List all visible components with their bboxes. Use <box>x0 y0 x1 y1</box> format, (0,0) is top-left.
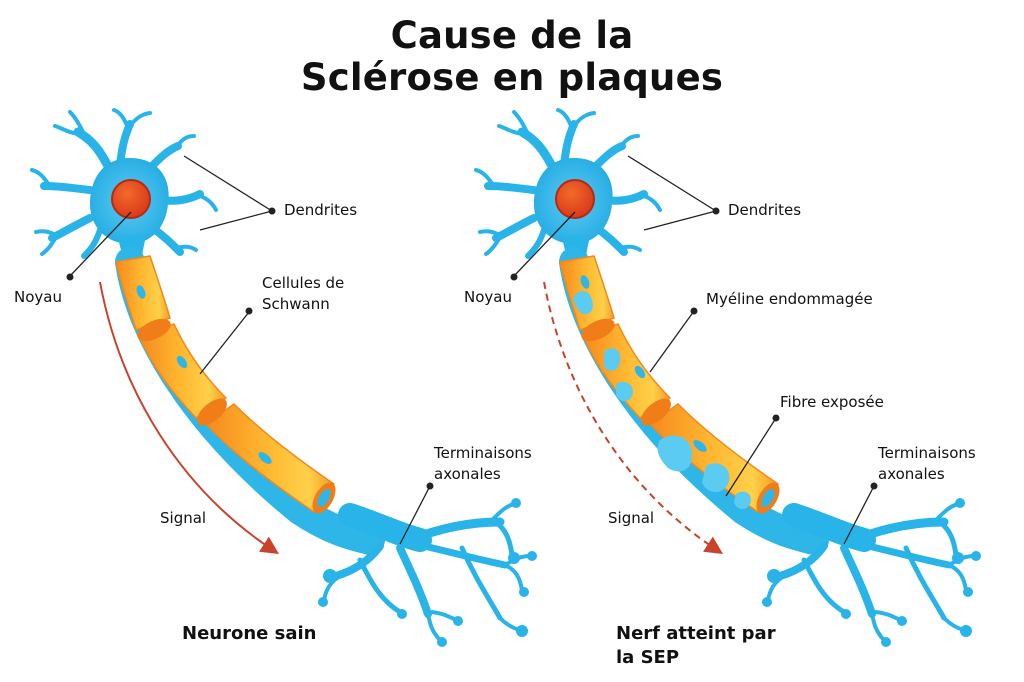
healthy-leader-dots <box>66 207 434 490</box>
ms-label-nucleus: Noyau <box>464 288 512 306</box>
ms-leader-lines <box>513 155 875 545</box>
ms-label-exposed-fiber: Fibre exposée <box>780 393 884 411</box>
healthy-label-schwann-1: Cellules de <box>262 274 345 292</box>
ms-label-terminals-2: axonales <box>878 465 945 483</box>
healthy-caption: Neurone sain <box>182 623 317 644</box>
healthy-terminal-buttons <box>318 498 537 647</box>
healthy-axon-terminals <box>322 502 532 642</box>
healthy-neuron <box>30 108 537 647</box>
healthy-label-schwann-2: Schwann <box>262 295 330 313</box>
ms-label-terminals-1: Terminaisons <box>878 444 976 462</box>
healthy-leader-lines <box>69 155 431 545</box>
healthy-schwann-cells <box>115 255 336 514</box>
ms-label-damaged-myelin: Myéline endommagée <box>706 290 873 308</box>
healthy-label-terminals-1: Terminaisons <box>434 444 532 462</box>
ms-label-signal: Signal <box>608 509 655 527</box>
ms-nucleus <box>555 179 595 219</box>
healthy-signal-arrow <box>99 281 280 554</box>
healthy-label-terminals-2: axonales <box>434 465 501 483</box>
title-line-2: Sclérose en plaques <box>300 56 724 99</box>
ms-caption-line-2: la SEP <box>616 647 680 668</box>
title-line-1: Cause de la <box>390 14 634 57</box>
ms-label-dendrites: Dendrites <box>728 201 802 219</box>
ms-neuron <box>474 108 981 647</box>
ms-terminal-buttons <box>762 498 981 647</box>
ms-damaged-myelin <box>559 255 780 514</box>
ms-leader-dots <box>510 207 878 490</box>
healthy-nucleus <box>111 179 151 219</box>
healthy-label-nucleus: Noyau <box>14 288 62 306</box>
healthy-label-signal: Signal <box>160 509 207 527</box>
healthy-label-dendrites: Dendrites <box>284 201 358 219</box>
ms-axon-terminals <box>766 502 976 642</box>
ms-caption-line-1: Nerf atteint par <box>616 623 776 644</box>
